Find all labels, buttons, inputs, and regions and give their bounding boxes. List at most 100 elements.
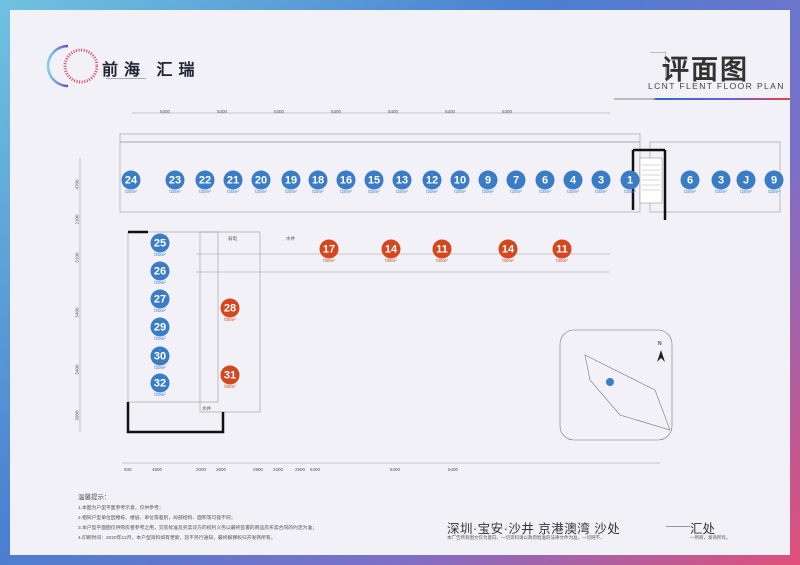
- office-disclaimer: 一所商，发商所有。: [690, 535, 731, 540]
- dimension-label: 5400: [388, 109, 399, 114]
- unit-marker: 22: [195, 170, 215, 190]
- note-line: 1.本图为户型平面参考示意，仅供参考；: [78, 506, 164, 511]
- notes-section: 温馨提示： 1.本图为户型平面参考示意，仅供参考； 2.相同户型单位因楼栋、楼层…: [78, 491, 317, 544]
- unit-marker: 12: [422, 170, 442, 190]
- divider: [666, 526, 690, 527]
- dimension-label: 3600: [216, 467, 227, 472]
- unit-marker: 18: [308, 170, 328, 190]
- unit-area: f20m²: [312, 189, 324, 194]
- unit-area: f20m²: [368, 189, 380, 194]
- unit-marker: 4: [563, 170, 583, 190]
- location-disclaimer: 本广告所有图文仅为意向，一切资料请以政府批准的法律文件为准，一切则不，: [447, 535, 605, 540]
- unit-area: f20m²: [567, 189, 579, 194]
- unit-marker: 15: [364, 170, 384, 190]
- unit-marker: 32: [150, 373, 170, 393]
- unit-area: f20m²: [154, 280, 166, 285]
- dimension-label: 2900: [295, 467, 306, 472]
- unit-area: f20m²: [154, 336, 166, 341]
- unit-area: f20m²: [510, 189, 522, 194]
- page-title: 评面图: [662, 55, 749, 85]
- unit-area: f20m²: [768, 189, 780, 194]
- unit-marker: 13: [392, 170, 412, 190]
- unit-marker: 19: [281, 170, 301, 190]
- sales-office: 汇处: [690, 522, 716, 536]
- unit-area: f20m²: [125, 189, 137, 194]
- shop-area: f30m²: [224, 317, 236, 322]
- unit-area: f20m²: [285, 189, 297, 194]
- room-label: 水井: [286, 236, 295, 241]
- unit-area: f20m²: [255, 189, 267, 194]
- unit-marker: 21: [223, 170, 243, 190]
- notes-heading: 温馨提示：: [78, 494, 111, 501]
- north-arrow-icon: [657, 350, 665, 362]
- unit-marker: 6: [535, 170, 555, 190]
- unit-marker: J: [736, 170, 756, 190]
- dimension-label: 2000: [196, 467, 207, 472]
- shop-marker: 14: [498, 239, 518, 259]
- unit-area: f20m²: [154, 365, 166, 370]
- brand-logo-text: 前海 汇瑞: [102, 62, 201, 79]
- unit-area: f20m²: [340, 189, 352, 194]
- logo-mark: [46, 44, 98, 88]
- dimension-label: 5400: [217, 109, 228, 114]
- dimension-label: 4700: [74, 179, 80, 190]
- unit-area: f20m²: [624, 189, 636, 194]
- shop-marker: 11: [432, 239, 452, 259]
- unit-area: f20m²: [169, 189, 181, 194]
- shop-area: f30m²: [323, 258, 335, 263]
- dimension-label: 5400: [310, 467, 321, 472]
- unit-marker: 23: [165, 170, 185, 190]
- unit-area: f20m²: [154, 252, 166, 257]
- dimension-label: 5400: [160, 109, 171, 114]
- shop-marker: 28: [220, 298, 240, 318]
- shop-area: f30m²: [556, 258, 568, 263]
- unit-area: f20m²: [684, 189, 696, 194]
- unit-area: f20m²: [539, 189, 551, 194]
- dimension-label: 2300: [273, 467, 284, 472]
- unit-area: f20m²: [454, 189, 466, 194]
- unit-marker: 24: [121, 170, 141, 190]
- dimension-label: 4800: [152, 467, 163, 472]
- shop-area: f30m²: [224, 384, 236, 389]
- dimension-label: 5400: [502, 109, 513, 114]
- dimension-label: 5100: [74, 252, 80, 263]
- unit-area: f20m²: [396, 189, 408, 194]
- unit-area: f20m²: [482, 189, 494, 194]
- shop-area: f30m²: [502, 258, 514, 263]
- dimension-label: 5400: [274, 109, 285, 114]
- floor-plan-walls: [79, 112, 781, 464]
- dimension-label: 5400: [331, 109, 342, 114]
- dimension-label: 5400: [390, 467, 401, 472]
- unit-area: f20m²: [154, 308, 166, 313]
- compass-label: N: [658, 341, 662, 347]
- shop-area: f30m²: [385, 258, 397, 263]
- shop-marker: 14: [381, 239, 401, 259]
- unit-marker: 20: [251, 170, 271, 190]
- dimension-label: 2100: [74, 214, 80, 225]
- unit-marker: 7: [506, 170, 526, 190]
- unit-marker: 29: [150, 317, 170, 337]
- room-label: 水井: [202, 406, 211, 411]
- unit-area: f20m²: [227, 189, 239, 194]
- unit-area: f20m²: [715, 189, 727, 194]
- unit-marker: 10: [450, 170, 470, 190]
- note-line: 2.相同户型单位因楼栋、楼层、单位等差别，局部结构、面积等可能不同；: [78, 516, 236, 521]
- unit-marker: 25: [150, 233, 170, 253]
- unit-marker: 26: [150, 261, 170, 281]
- dimension-label: 5400: [445, 109, 456, 114]
- unit-marker: 9: [478, 170, 498, 190]
- dimension-label: 3900: [74, 410, 80, 421]
- shop-area: f30m²: [436, 258, 448, 263]
- dimension-label: 2900: [253, 467, 264, 472]
- title-decoration: [650, 52, 666, 80]
- shop-marker: 11: [552, 239, 572, 259]
- dimension-label: 5400: [74, 307, 80, 318]
- unit-area: f20m²: [740, 189, 752, 194]
- unit-marker: 3: [711, 170, 731, 190]
- site-minimap: [559, 329, 673, 441]
- note-line: 4.印刷时间：2020年12月，本户型资料如有更新，恕不另行通知，最终解释权归开…: [78, 536, 276, 541]
- title-gradient-bar: [614, 98, 790, 100]
- room-label: 弱电: [228, 236, 237, 241]
- unit-marker: 3: [591, 170, 611, 190]
- dimension-label: 5400: [448, 467, 459, 472]
